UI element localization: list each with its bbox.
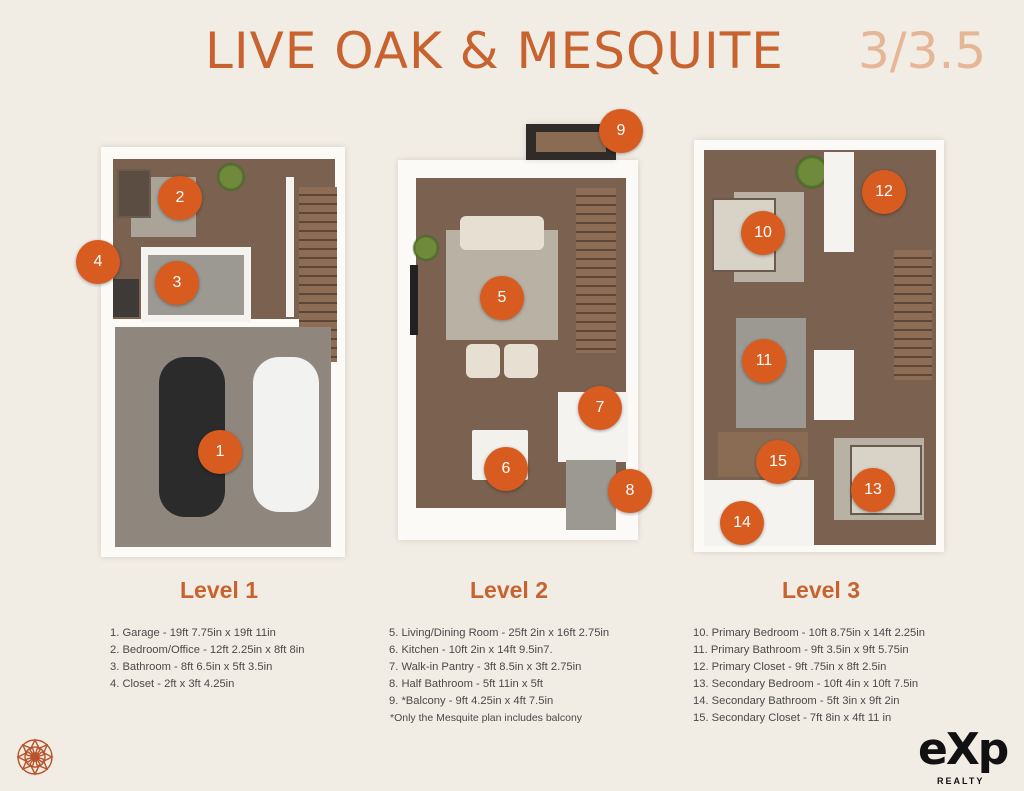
tv-console <box>410 265 418 335</box>
level-3-floor-plan <box>694 140 944 552</box>
armchair-left <box>466 344 500 378</box>
living-room-plant <box>412 234 440 262</box>
realty-logo-text: REALTY <box>937 776 985 786</box>
mandala-emblem-icon <box>16 738 54 776</box>
level-1-room-list: 1. Garage - 19ft 7.75in x 19ft 11in 2. B… <box>110 625 304 693</box>
room-marker-1[interactable]: 1 <box>198 430 242 474</box>
room-marker-14[interactable]: 14 <box>720 501 764 545</box>
level-1-floor-plan <box>101 147 345 557</box>
room-marker-11[interactable]: 11 <box>742 339 786 383</box>
balcony-floor <box>536 132 606 152</box>
list-item: 6. Kitchen - 10ft 2in x 14ft 9.5in7. <box>389 644 553 656</box>
level-1-label: Level 1 <box>180 577 258 603</box>
exp-logo: eXp <box>918 724 1009 775</box>
list-item: 3. Bathroom - 8ft 6.5in x 5ft 3.5in <box>110 661 273 673</box>
list-item: 2. Bedroom/Office - 12ft 2.25in x 8ft 8i… <box>110 644 305 656</box>
room-marker-9[interactable]: 9 <box>599 109 643 153</box>
balcony-note: *Only the Mesquite plan includes balcony <box>390 712 583 724</box>
list-item: 8. Half Bathroom - 5ft 11in x 5ft <box>389 678 544 690</box>
list-item: 14. Secondary Bathroom - 5ft 3in x 9ft 2… <box>693 695 900 707</box>
bedroom-desk <box>117 169 151 218</box>
list-item: 1. Garage - 19ft 7.75in x 19ft 11in <box>110 627 276 639</box>
armchair-right <box>504 344 538 378</box>
room-marker-8[interactable]: 8 <box>608 469 652 513</box>
level-2-stairs <box>576 188 616 353</box>
room-marker-2[interactable]: 2 <box>158 176 202 220</box>
level-2-label: Level 2 <box>470 577 548 603</box>
closet-floor <box>113 279 139 317</box>
list-item: 4. Closet - 2ft x 3ft 4.25in <box>110 678 235 690</box>
room-marker-6[interactable]: 6 <box>484 447 528 491</box>
living-room-sofa <box>460 216 544 250</box>
room-marker-12[interactable]: 12 <box>862 170 906 214</box>
room-marker-10[interactable]: 10 <box>741 211 785 255</box>
list-item: 13. Secondary Bedroom - 10ft 4in x 10ft … <box>693 678 919 690</box>
level-3-room-list: 10. Primary Bedroom - 10ft 8.75in x 14ft… <box>693 625 925 727</box>
bathroom-vanity <box>814 350 854 420</box>
bedroom-plant <box>216 162 246 192</box>
list-item: 7. Walk-in Pantry - 3ft 8.5in x 3ft 2.75… <box>389 661 582 673</box>
half-bath-tile <box>566 460 616 530</box>
page-title: LIVE OAK & MESQUITE <box>205 22 784 80</box>
closet-shelves <box>824 152 854 252</box>
list-item: 15. Secondary Closet - 7ft 8in x 4ft 11 … <box>693 712 892 724</box>
white-car <box>253 357 319 512</box>
room-marker-4[interactable]: 4 <box>76 240 120 284</box>
room-marker-5[interactable]: 5 <box>480 276 524 320</box>
list-item: 10. Primary Bedroom - 10ft 8.75in x 14ft… <box>693 627 925 639</box>
list-item: 5. Living/Dining Room - 25ft 2in x 16ft … <box>389 627 610 639</box>
bed-bath-ratio: 3/3.5 <box>858 22 987 80</box>
list-item: 12. Primary Closet - 9ft .75in x 8ft 2.5… <box>693 661 887 673</box>
list-item: 11. Primary Bathroom - 9ft 3.5in x 9ft 5… <box>693 644 909 656</box>
level-2-room-list: 5. Living/Dining Room - 25ft 2in x 16ft … <box>389 625 609 710</box>
room-marker-15[interactable]: 15 <box>756 440 800 484</box>
room-marker-3[interactable]: 3 <box>155 261 199 305</box>
room-marker-7[interactable]: 7 <box>578 386 622 430</box>
level-3-stairs <box>894 250 932 380</box>
level-3-label: Level 3 <box>782 577 860 603</box>
list-item: 9. *Balcony - 9ft 4.25in x 4ft 7.5in <box>389 695 554 707</box>
level-1-hall-wall <box>286 177 294 317</box>
room-marker-13[interactable]: 13 <box>851 468 895 512</box>
